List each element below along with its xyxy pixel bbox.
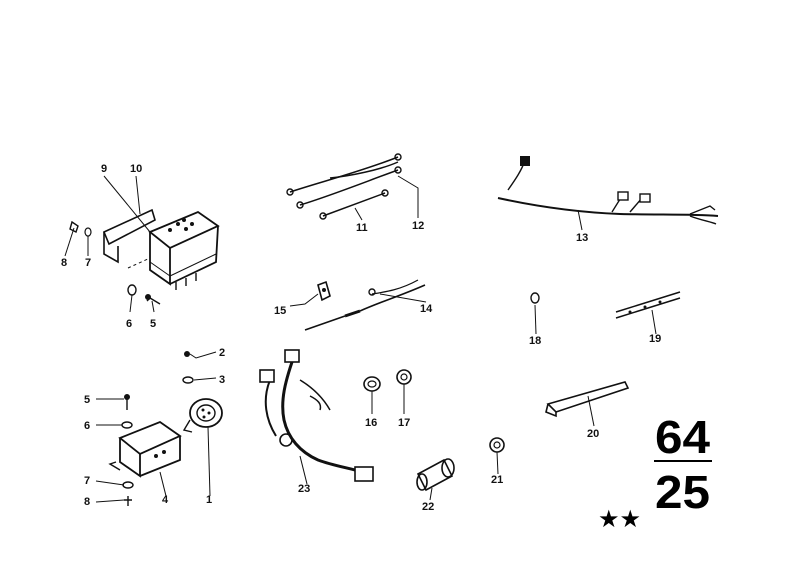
part-label-21: 21 (491, 474, 503, 486)
part-number-labels: 1 2 3 4 5 5 6 6 7 7 8 8 9 10 11 12 13 14… (61, 163, 661, 513)
grommet-21 (489, 437, 505, 453)
part-label-16: 16 (365, 417, 377, 429)
part-label-6-upper: 6 (126, 318, 132, 330)
part-label-10: 10 (130, 163, 142, 175)
part-label-15: 15 (274, 305, 286, 317)
rating-stars: ★★ (598, 505, 641, 533)
part-label-8-upper: 8 (61, 257, 67, 269)
part-label-20: 20 (587, 428, 599, 440)
part-label-23: 23 (298, 483, 310, 495)
grommet-16 (363, 376, 381, 392)
wiring-harness-13 (497, 156, 719, 225)
connector-22 (416, 458, 455, 492)
part-label-9: 9 (101, 163, 107, 175)
relay-with-bracket (69, 208, 220, 305)
part-label-11: 11 (356, 222, 368, 234)
leader-lines (64, 175, 657, 503)
part-label-7-lower: 7 (84, 475, 90, 487)
group-number-top: 64 (655, 411, 710, 463)
part-label-1: 1 (206, 494, 212, 506)
part-label-22: 22 (422, 501, 434, 513)
small-hardware (121, 351, 194, 506)
part-label-13: 13 (576, 232, 588, 244)
grommet-17 (396, 369, 412, 385)
part-label-3: 3 (219, 374, 225, 386)
part-label-12: 12 (412, 220, 424, 232)
part-label-18: 18 (529, 335, 541, 347)
group-number-bottom: 25 (655, 466, 710, 518)
flasher-relay (182, 398, 223, 433)
part-label-7-upper: 7 (85, 257, 91, 269)
group-number-block: 64 25 ★★ (598, 411, 712, 533)
part-label-19: 19 (649, 333, 661, 345)
cable-set-11-12 (286, 153, 402, 220)
part-label-5-lower: 5 (84, 394, 90, 406)
wiring-harness-23 (259, 349, 374, 482)
cable-14-with-clip-15 (304, 279, 426, 331)
part-label-14: 14 (420, 303, 433, 315)
voltage-regulator (108, 420, 182, 478)
strip-19 (615, 291, 681, 319)
part-label-5-upper: 5 (150, 318, 156, 330)
part-label-2: 2 (219, 347, 225, 359)
part-label-17: 17 (398, 417, 410, 429)
part-label-8-lower: 8 (84, 496, 90, 508)
part-label-4: 4 (162, 494, 169, 506)
cable-tie-20 (545, 381, 630, 418)
clip-18 (530, 292, 540, 304)
part-label-6-lower: 6 (84, 420, 90, 432)
